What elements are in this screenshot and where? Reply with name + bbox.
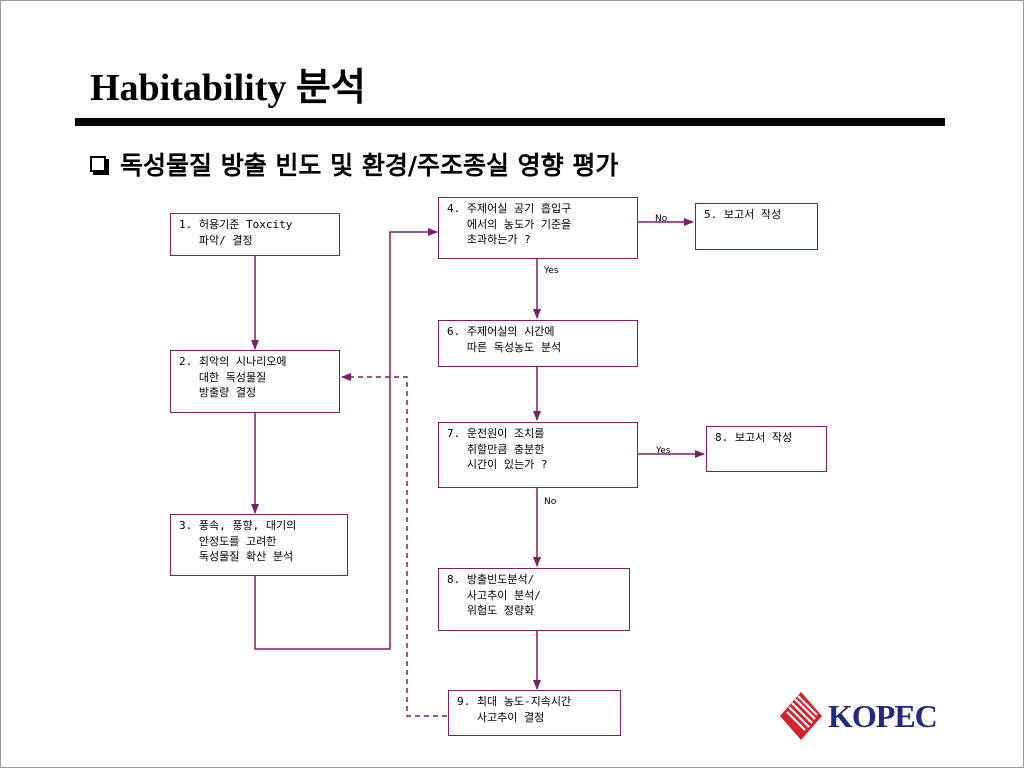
box-2-worst-scenario: 2. 최악의 시나리오에 대한 독성물질 방출량 결정 xyxy=(170,350,340,413)
box-1-tolerance-criteria: 1. 허용기준 Toxcity 파악/ 결정 xyxy=(170,213,340,256)
slide-title: Habitability 분석 xyxy=(90,67,366,109)
bullet-heading: 독성물질 방출 빈도 및 환경/주조종실 영향 평가 xyxy=(90,146,618,182)
box-7-operator-time-check: 7. 운전원이 조치를 취할만큼 충분한 시간이 있는가 ? xyxy=(438,422,638,488)
box-5-report: 5. 보고서 작성 xyxy=(695,203,818,250)
box-3-dispersion-analysis: 3. 풍속, 풍향, 대기의 안정도를 고려한 독성물질 확산 분석 xyxy=(170,514,348,576)
arrow-9-to-2-dashed xyxy=(341,373,447,717)
box-9-max-concentration: 9. 최대 농도-지속시간 사고추이 결정 xyxy=(448,690,621,736)
box-8-frequency-risk: 8. 방출빈도분석/ 사고추이 분석/ 위험도 정량화 xyxy=(438,568,630,631)
arrow-3-to-4 xyxy=(254,228,438,650)
bullet-text: 독성물질 방출 빈도 및 환경/주조종실 영향 평가 xyxy=(120,151,619,180)
label-no-4-to-5: No xyxy=(655,214,668,224)
label-yes-7-to-8: Yes xyxy=(656,446,671,456)
kopec-logo: KOPEC xyxy=(778,690,938,742)
box-6-time-analysis: 6. 주제어실의 시간에 따른 독성농도 분석 xyxy=(438,320,638,367)
title-underline xyxy=(75,118,945,126)
label-yes-4-to-6: Yes xyxy=(544,266,559,276)
checkbox-bullet-icon xyxy=(90,156,106,172)
kopec-logo-text: KOPEC xyxy=(828,697,938,734)
box-4-concentration-check: 4. 주제어실 공기 흡입구 에서의 농도가 기준을 초과하는가 ? xyxy=(438,197,638,259)
kopec-logo-mark-icon xyxy=(780,692,822,740)
box-8-report: 8. 보고서 작성 xyxy=(706,426,827,472)
label-no-7-to-8: No xyxy=(544,497,557,507)
